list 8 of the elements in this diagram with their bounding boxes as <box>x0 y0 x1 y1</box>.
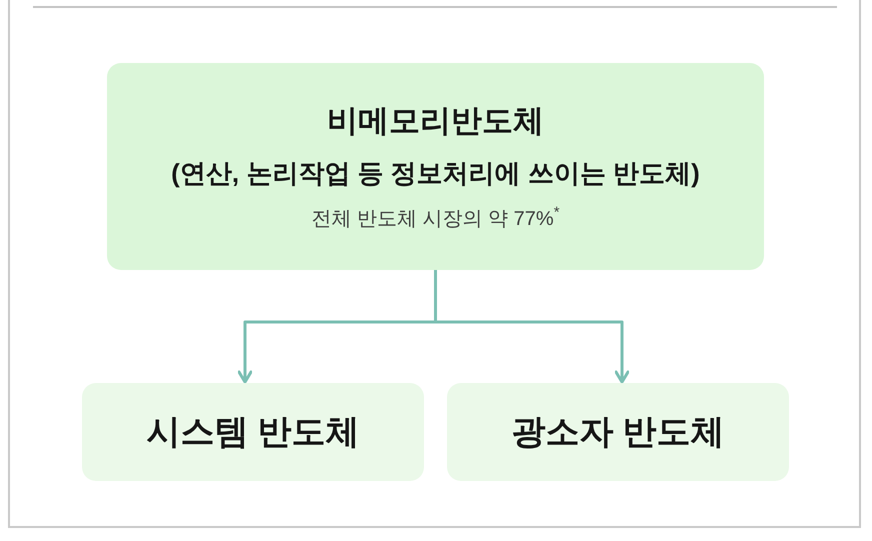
main-category-box <box>107 63 764 270</box>
category-box <box>447 383 789 481</box>
node-title: 비메모리반도체 <box>327 102 544 140</box>
node-note: 전체 반도체 시장의 약 77%$^{*}$ <box>311 204 560 232</box>
node-title: 시스템 반도체 <box>146 412 360 453</box>
node-title: 광소자 반도체 <box>511 412 725 453</box>
node-subtitle: (연산, 논리작업 등 정보처리에 쓰이는 반도체) <box>171 156 700 190</box>
category-box <box>82 383 424 481</box>
